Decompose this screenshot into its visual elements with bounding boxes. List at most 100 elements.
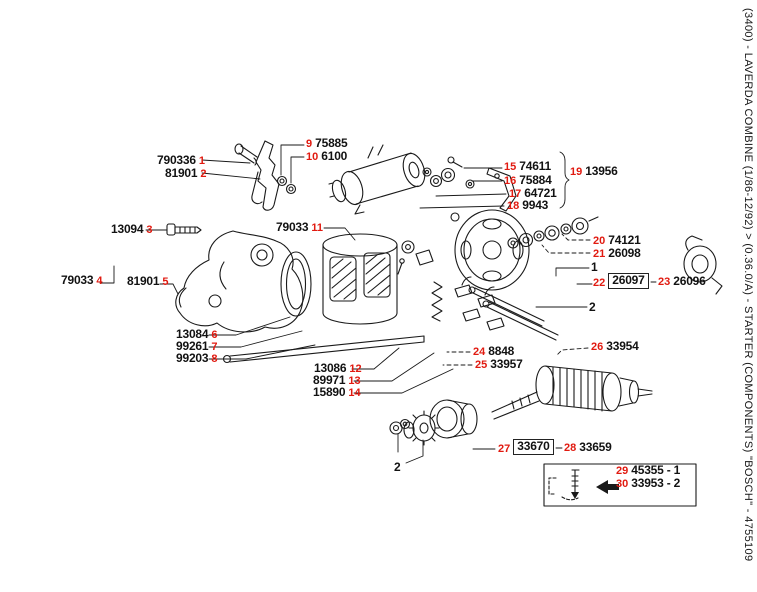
index-number: 23 — [658, 276, 671, 288]
index-number: 10 — [306, 151, 319, 163]
end-shield-drawing — [450, 209, 530, 291]
part-number: 64721 — [524, 186, 557, 200]
part-number: 33953 - 2 — [631, 476, 681, 490]
part-number: 81901 — [127, 274, 160, 288]
index-number: 27 — [498, 443, 511, 455]
bolt-drawing — [166, 223, 202, 236]
index-number: 28 — [564, 442, 577, 454]
drive-housing-drawing — [175, 230, 304, 333]
part-number: 81901 — [165, 166, 198, 180]
solenoid-hardware-drawing — [422, 156, 517, 212]
part-number: 26097 — [608, 273, 649, 289]
index-number: 13 — [348, 375, 361, 387]
index-number: 14 — [348, 387, 361, 399]
index-number: 12 — [349, 363, 362, 375]
part-number: 9943 — [522, 198, 549, 212]
part-number: 26096 — [673, 274, 706, 288]
field-housing-drawing — [322, 233, 398, 325]
part-number: 8848 — [488, 344, 515, 358]
index-number: 5 — [162, 276, 169, 288]
index-number: 3 — [146, 224, 153, 236]
tie-rod-drawing — [222, 335, 425, 364]
part-number: 15890 — [313, 385, 346, 399]
part-number: 75884 — [519, 173, 552, 187]
leader-lines — [99, 144, 657, 464]
part-number: 790336 — [157, 153, 196, 167]
index-number: 8 — [211, 353, 218, 365]
part-number: 89971 — [313, 373, 346, 387]
part-number: 33659 — [579, 440, 612, 454]
index-number: 29 — [616, 465, 629, 477]
down-arrow-icon — [571, 492, 579, 499]
part-number: 13094 — [111, 222, 144, 236]
index-number: 20 — [593, 235, 606, 247]
index-number: 26 — [591, 341, 604, 353]
index-number: 25 — [475, 359, 488, 371]
callout-number: 2 — [589, 300, 596, 314]
stop-washers-drawing — [389, 418, 411, 435]
left-arrow-icon — [596, 480, 619, 494]
shift-fork-drawing — [234, 140, 297, 211]
index-number: 15 — [504, 161, 517, 173]
index-number: 1 — [198, 155, 205, 167]
part-number: 33954 — [606, 339, 639, 353]
part-number: 13086 — [314, 361, 347, 375]
part-number: 79033 — [276, 220, 309, 234]
part-number: 99261 — [176, 339, 209, 353]
through-bolts-drawing — [468, 286, 559, 341]
part-number: 13084 — [176, 327, 209, 341]
index-number: 21 — [593, 248, 606, 260]
end-cap-drawing — [683, 235, 723, 295]
part-number: 6100 — [321, 149, 348, 163]
index-number: 30 — [616, 478, 629, 490]
catalog-breadcrumb-title: (3400) - LAVERDA COMBINE (1/86-12/92) > … — [742, 8, 754, 562]
part-number: 75885 — [315, 136, 348, 150]
part-number: 33957 — [490, 357, 523, 371]
part-number: 79033 — [61, 273, 94, 287]
index-number: 24 — [473, 346, 486, 358]
index-number: 17 — [509, 188, 522, 200]
legend-box — [543, 463, 697, 507]
part-number: 13956 — [585, 164, 618, 178]
index-number: 2 — [200, 168, 207, 180]
part-number: 26098 — [608, 246, 641, 260]
index-number: 9 — [306, 138, 313, 150]
callout-number: 1 — [591, 260, 598, 274]
index-number: 11 — [311, 222, 324, 234]
index-number: 16 — [504, 175, 517, 187]
brushes-drawing — [454, 276, 505, 331]
index-number: 7 — [211, 341, 218, 353]
